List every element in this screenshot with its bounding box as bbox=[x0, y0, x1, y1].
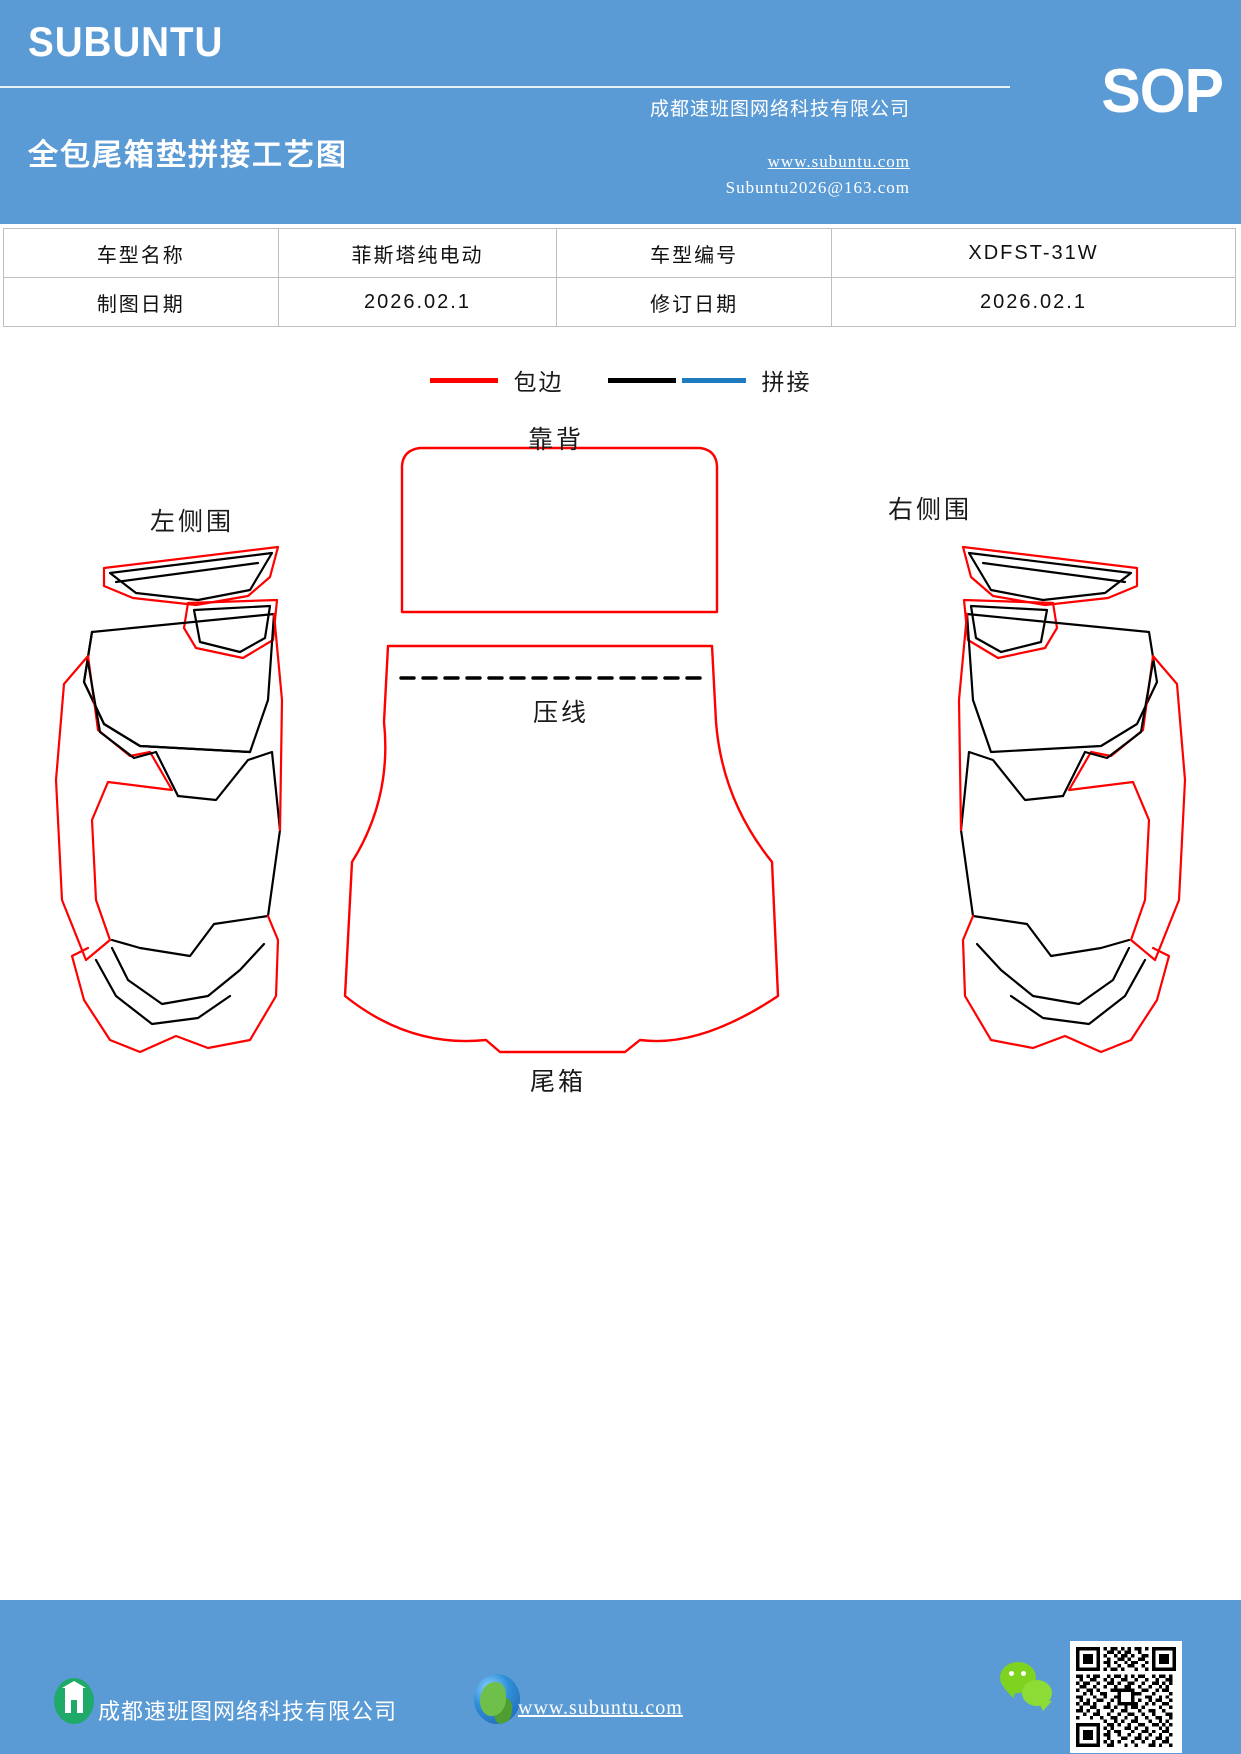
footer-company-name: 成都速班图网络科技有限公司 bbox=[98, 1699, 398, 1724]
draw-date-label: 制图日期 bbox=[3, 277, 279, 327]
legend-swatch-blue-icon bbox=[681, 377, 746, 383]
model-code-value: XDFST-31W bbox=[830, 228, 1237, 278]
legend-label-splice: 拼接 bbox=[761, 370, 812, 395]
legend-item-edging: 包边 bbox=[429, 363, 564, 397]
qr-code bbox=[1070, 1641, 1182, 1753]
revision-date-value: 2026.02.1 bbox=[830, 277, 1237, 327]
legend: 包边 拼接 bbox=[0, 360, 1241, 400]
page-header: SUBUNTU 全包尾箱垫拼接工艺图 SOP 成都速班图网络科技有限公司 www… bbox=[0, 0, 1241, 224]
pattern-diagram bbox=[0, 400, 1241, 1120]
model-code-label: 车型编号 bbox=[556, 228, 832, 278]
qr-code-svg bbox=[1076, 1647, 1176, 1747]
pattern-diagram-svg bbox=[54, 446, 1187, 1054]
footer-website-link[interactable]: www.subuntu.com bbox=[518, 1697, 683, 1719]
draw-date-value: 2026.02.1 bbox=[277, 277, 558, 327]
header-email: Subuntu2026@163.com bbox=[725, 178, 910, 197]
label-trunk: 尾箱 bbox=[530, 1069, 587, 1096]
legend-item-splice: 拼接 bbox=[564, 363, 812, 397]
vehicle-info-table: 车型名称 菲斯塔纯电动 车型编号 XDFST-31W 制图日期 2026.02.… bbox=[3, 228, 1237, 327]
legend-label-edging: 包边 bbox=[513, 370, 564, 395]
header-company-name: 成都速班图网络科技有限公司 bbox=[649, 99, 910, 120]
header-website-link[interactable]: www.subuntu.com bbox=[767, 152, 910, 171]
brand-logo: SUBUNTU bbox=[28, 18, 224, 65]
backrest-panel bbox=[400, 446, 719, 614]
label-backrest: 靠背 bbox=[528, 427, 585, 454]
page-title: 全包尾箱垫拼接工艺图 bbox=[28, 139, 348, 172]
label-press-line: 压线 bbox=[533, 700, 590, 727]
model-name-label: 车型名称 bbox=[3, 228, 279, 278]
model-name-value: 菲斯塔纯电动 bbox=[277, 228, 558, 278]
wechat-icon bbox=[1000, 1662, 1062, 1722]
document-type-badge: SOP bbox=[1101, 57, 1223, 126]
table-row: 制图日期 2026.02.1 修订日期 2026.02.1 bbox=[3, 277, 1237, 327]
globe-icon bbox=[474, 1674, 520, 1724]
revision-date-label: 修订日期 bbox=[556, 277, 832, 327]
company-home-icon bbox=[54, 1678, 94, 1724]
trunk-floor-panel bbox=[343, 644, 780, 1054]
header-divider bbox=[0, 86, 1010, 88]
table-row: 车型名称 菲斯塔纯电动 车型编号 XDFST-31W bbox=[3, 228, 1237, 278]
label-left-side: 左侧围 bbox=[150, 509, 235, 536]
right-side-panel bbox=[957, 545, 1187, 1054]
legend-swatch-black-icon bbox=[607, 377, 676, 383]
legend-swatch-red-icon bbox=[429, 377, 498, 383]
label-right-side: 右侧围 bbox=[888, 497, 973, 524]
left-side-panel bbox=[54, 545, 284, 1054]
